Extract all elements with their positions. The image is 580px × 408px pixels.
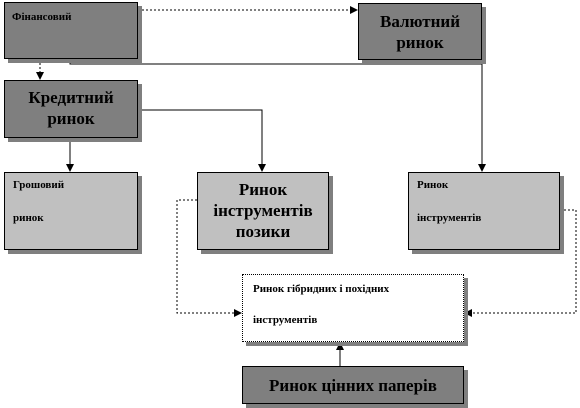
arrow-financial-to-instruments (69, 59, 486, 172)
node-instruments-line2: інструментів (417, 212, 482, 224)
node-loan-instruments-line3: позики (235, 222, 291, 241)
arrow-credit-to-loan-instruments (138, 109, 266, 172)
node-credit-market-line1: Кредитний (28, 88, 114, 107)
node-securities-market: Ринок цінних паперів (242, 366, 464, 404)
arrow-instruments-to-hybrid (464, 209, 577, 317)
node-money-market: Грошовий ринок (4, 172, 138, 250)
node-credit-market: Кредитний ринок (4, 80, 138, 138)
node-hybrid-line2: інструментів (253, 314, 318, 326)
node-currency-market-line2: ринок (396, 33, 444, 52)
node-hybrid-line1: Ринок гібридних і похідних (253, 283, 390, 295)
node-instruments-market: Ринок інструментів (408, 172, 560, 250)
node-loan-instruments-market: Ринок інструментів позики (197, 172, 329, 250)
node-financial-label: Фінансовий (12, 11, 72, 23)
node-financial: Фінансовий (4, 2, 138, 59)
node-currency-market: Валютний ринок (358, 3, 482, 60)
node-credit-market-line2: ринок (47, 109, 95, 128)
arrow-loan-instruments-to-hybrid (176, 199, 242, 317)
node-loan-instruments-line2: інструментів (213, 201, 313, 220)
node-loan-instruments-line1: Ринок (238, 180, 288, 199)
node-hybrid-derivative-market: Ринок гібридних і похідних інструментів (242, 274, 464, 342)
node-currency-market-line1: Валютний (379, 12, 461, 31)
node-money-market-line1: Грошовий (13, 179, 65, 191)
node-money-market-line2: ринок (13, 212, 44, 224)
node-securities-label: Ринок цінних паперів (269, 376, 437, 395)
node-instruments-line1: Ринок (417, 179, 449, 191)
